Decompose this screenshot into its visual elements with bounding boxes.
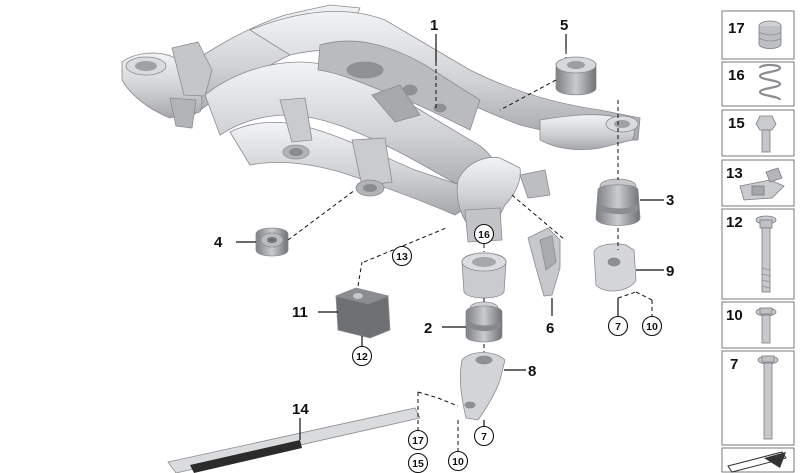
flange-bolt-icon (755, 307, 777, 344)
bracket-part-8 (459, 352, 506, 421)
callout-3: 3 (666, 192, 674, 209)
legend-item-12[interactable]: 12 (721, 208, 795, 300)
legend-footer-arrow[interactable] (721, 447, 795, 473)
svg-text:17: 17 (412, 435, 424, 447)
heat-shield-part-6 (527, 227, 561, 297)
svg-text:15: 15 (728, 115, 745, 132)
callout-14: 14 (292, 401, 309, 418)
circled-callout-13: 13 (391, 245, 413, 267)
long-flange-bolt-icon (757, 355, 779, 440)
circled-callout-7-bottom: 7 (473, 425, 495, 447)
bushing-part-5 (555, 56, 597, 96)
support-plate-part-9 (593, 243, 637, 292)
rubber-mount-part-3 (595, 178, 641, 226)
svg-text:7: 7 (730, 356, 738, 373)
clip-nut-icon (739, 167, 785, 201)
legend-item-13[interactable]: 13 (721, 159, 795, 207)
legend-item-10[interactable]: 10 (721, 301, 795, 349)
svg-text:7: 7 (481, 431, 487, 443)
legend-item-15[interactable]: 15 (721, 109, 795, 157)
circled-callout-15: 15 (407, 452, 429, 473)
svg-text:13: 13 (726, 165, 743, 182)
svg-text:10: 10 (646, 321, 658, 333)
circled-callout-12: 12 (351, 345, 373, 367)
legend-item-17[interactable]: 17 (721, 10, 795, 60)
svg-text:10: 10 (726, 307, 743, 324)
circled-callout-10-right: 10 (641, 315, 663, 337)
parts-legend: 17 16 15 13 (721, 10, 795, 473)
svg-text:12: 12 (726, 214, 743, 231)
circled-callout-10-bottom: 10 (447, 450, 469, 472)
legend-item-7[interactable]: 7 (721, 350, 795, 446)
callout-11: 11 (292, 304, 308, 321)
hex-bolt-icon (755, 115, 777, 153)
circled-callout-7-right: 7 (607, 315, 629, 337)
subframe-part-1 (121, 4, 641, 243)
leader-lines (236, 34, 664, 440)
svg-text:15: 15 (412, 458, 424, 470)
bushing-part-2 (465, 301, 503, 343)
coil-insert-icon (758, 63, 782, 101)
callout-2: 2 (424, 320, 432, 337)
dashed-centerlines (287, 50, 653, 452)
circled-callouts: 16 13 12 7 10 7 17 10 (351, 223, 663, 473)
circled-callout-17: 17 (407, 429, 429, 451)
long-bolt-icon (755, 215, 777, 293)
mount-cup-part-16 (461, 252, 507, 299)
svg-text:7: 7 (615, 321, 621, 333)
svg-text:12: 12 (356, 351, 368, 363)
circled-callout-16: 16 (473, 223, 495, 245)
damper-block-part-11 (334, 287, 391, 339)
thread-insert-icon (758, 20, 782, 49)
bushing-part-4 (255, 227, 289, 257)
strut-part-14 (167, 407, 421, 473)
callout-numbers: 1 5 3 4 9 2 6 8 11 14 (214, 17, 674, 418)
callout-8: 8 (528, 363, 536, 380)
callout-4: 4 (214, 234, 223, 251)
legend-item-16[interactable]: 16 (721, 61, 795, 107)
callout-6: 6 (546, 320, 554, 337)
svg-text:10: 10 (452, 456, 464, 468)
callout-9: 9 (666, 263, 674, 280)
callout-1: 1 (430, 17, 438, 34)
callout-5: 5 (560, 17, 568, 34)
svg-text:16: 16 (728, 67, 745, 84)
svg-text:13: 13 (396, 251, 408, 263)
svg-text:17: 17 (728, 20, 745, 37)
svg-text:16: 16 (478, 229, 490, 241)
